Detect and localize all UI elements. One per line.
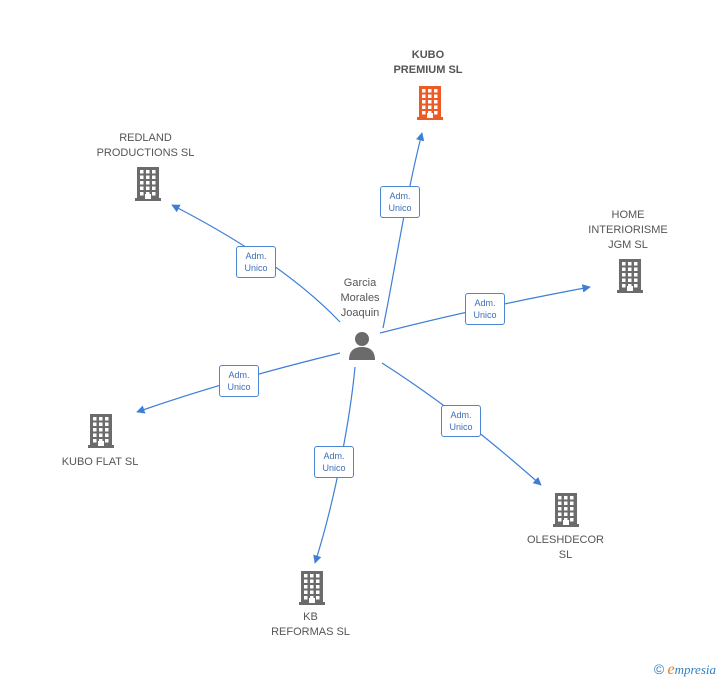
person-name[interactable]: Garcia Morales Joaquin	[340, 277, 380, 319]
role-badge-kubo-flat[interactable]: Adm. Unico	[219, 365, 259, 397]
person-icon[interactable]	[347, 330, 377, 360]
role-badge-kb-reformas[interactable]: Adm. Unico	[314, 446, 354, 478]
building-icon[interactable]	[417, 86, 443, 120]
company-name-home-interiorisme[interactable]: HOME INTERIORISME JGM SL	[588, 209, 668, 251]
building-icon[interactable]	[299, 571, 325, 605]
company-name-oleshdecor[interactable]: OLESHDECOR SL	[526, 534, 605, 561]
building-icon[interactable]	[135, 167, 161, 201]
role-badge-redland[interactable]: Adm. Unico	[236, 246, 276, 278]
company-name-kubo-premium[interactable]: KUBO PREMIUM SL	[393, 49, 463, 76]
company-name-kubo-flat[interactable]: KUBO FLAT SL	[61, 456, 139, 468]
building-icon[interactable]	[553, 493, 579, 527]
copyright: © empresia	[653, 661, 716, 678]
building-icon[interactable]	[88, 414, 114, 448]
role-badge-oleshdecor[interactable]: Adm. Unico	[441, 405, 481, 437]
company-name-redland[interactable]: REDLAND PRODUCTIONS SL	[96, 132, 195, 159]
role-badge-home-interiorisme[interactable]: Adm. Unico	[465, 293, 505, 325]
role-badge-kubo-premium[interactable]: Adm. Unico	[380, 186, 420, 218]
building-icon[interactable]	[617, 259, 643, 293]
company-name-kb-reformas[interactable]: KB REFORMAS SL	[271, 611, 350, 638]
edge-kubo-premium	[382, 132, 425, 329]
